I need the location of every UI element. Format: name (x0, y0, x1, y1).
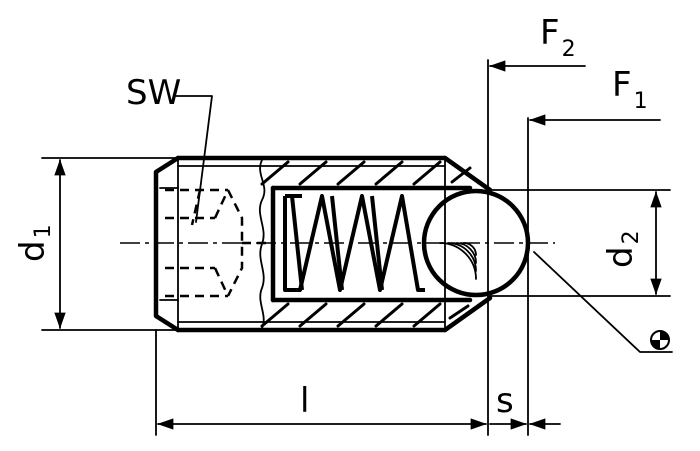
cross-section-icon (650, 330, 670, 350)
spring-cavity (270, 185, 473, 303)
sw-label: SW (126, 73, 181, 113)
f2-label: F2 (540, 13, 576, 62)
thread-lines (159, 165, 446, 323)
d2-label: d2 (601, 230, 644, 268)
s-label: s (496, 381, 514, 421)
section-hatching (260, 160, 472, 328)
sw-callout: SW (126, 73, 213, 223)
dimension-s: s (489, 117, 561, 436)
hex-socket (165, 188, 268, 298)
dimension-l: l (155, 59, 489, 436)
f1-label: F1 (612, 65, 648, 114)
d1-label: d1 (13, 224, 56, 262)
dimension-d1: d1 (13, 157, 179, 331)
force-f2: F2 (489, 13, 586, 72)
l-label: l (300, 381, 309, 421)
dimension-d2: d2 (489, 189, 671, 297)
section-symbol-callout (533, 251, 673, 353)
force-f1: F1 (529, 65, 661, 126)
plunger-body (153, 155, 493, 333)
